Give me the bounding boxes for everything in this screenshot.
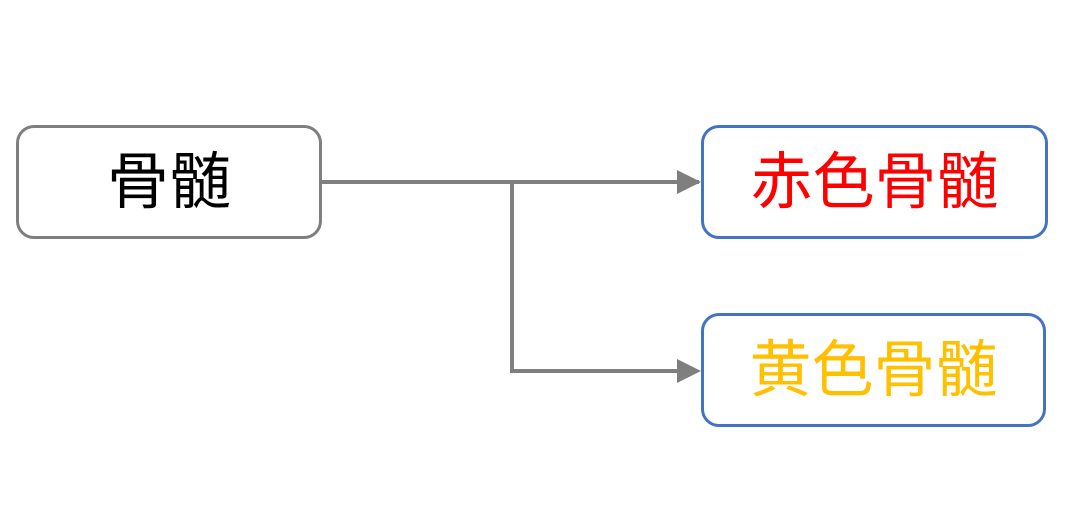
root-node-label: 骨髄: [106, 145, 231, 218]
child-node-red-marrow-label: 赤色骨髄: [750, 145, 999, 218]
arrowhead-yellow: [677, 359, 701, 383]
child-node-yellow-marrow: 黄色骨髄: [701, 313, 1046, 427]
connector-root-to-yellow: [510, 182, 680, 373]
child-node-yellow-marrow-label: 黄色骨髄: [749, 333, 998, 406]
root-node: 骨髄: [16, 125, 322, 239]
child-node-red-marrow: 赤色骨髄: [701, 125, 1048, 239]
arrowhead-red: [677, 170, 701, 194]
